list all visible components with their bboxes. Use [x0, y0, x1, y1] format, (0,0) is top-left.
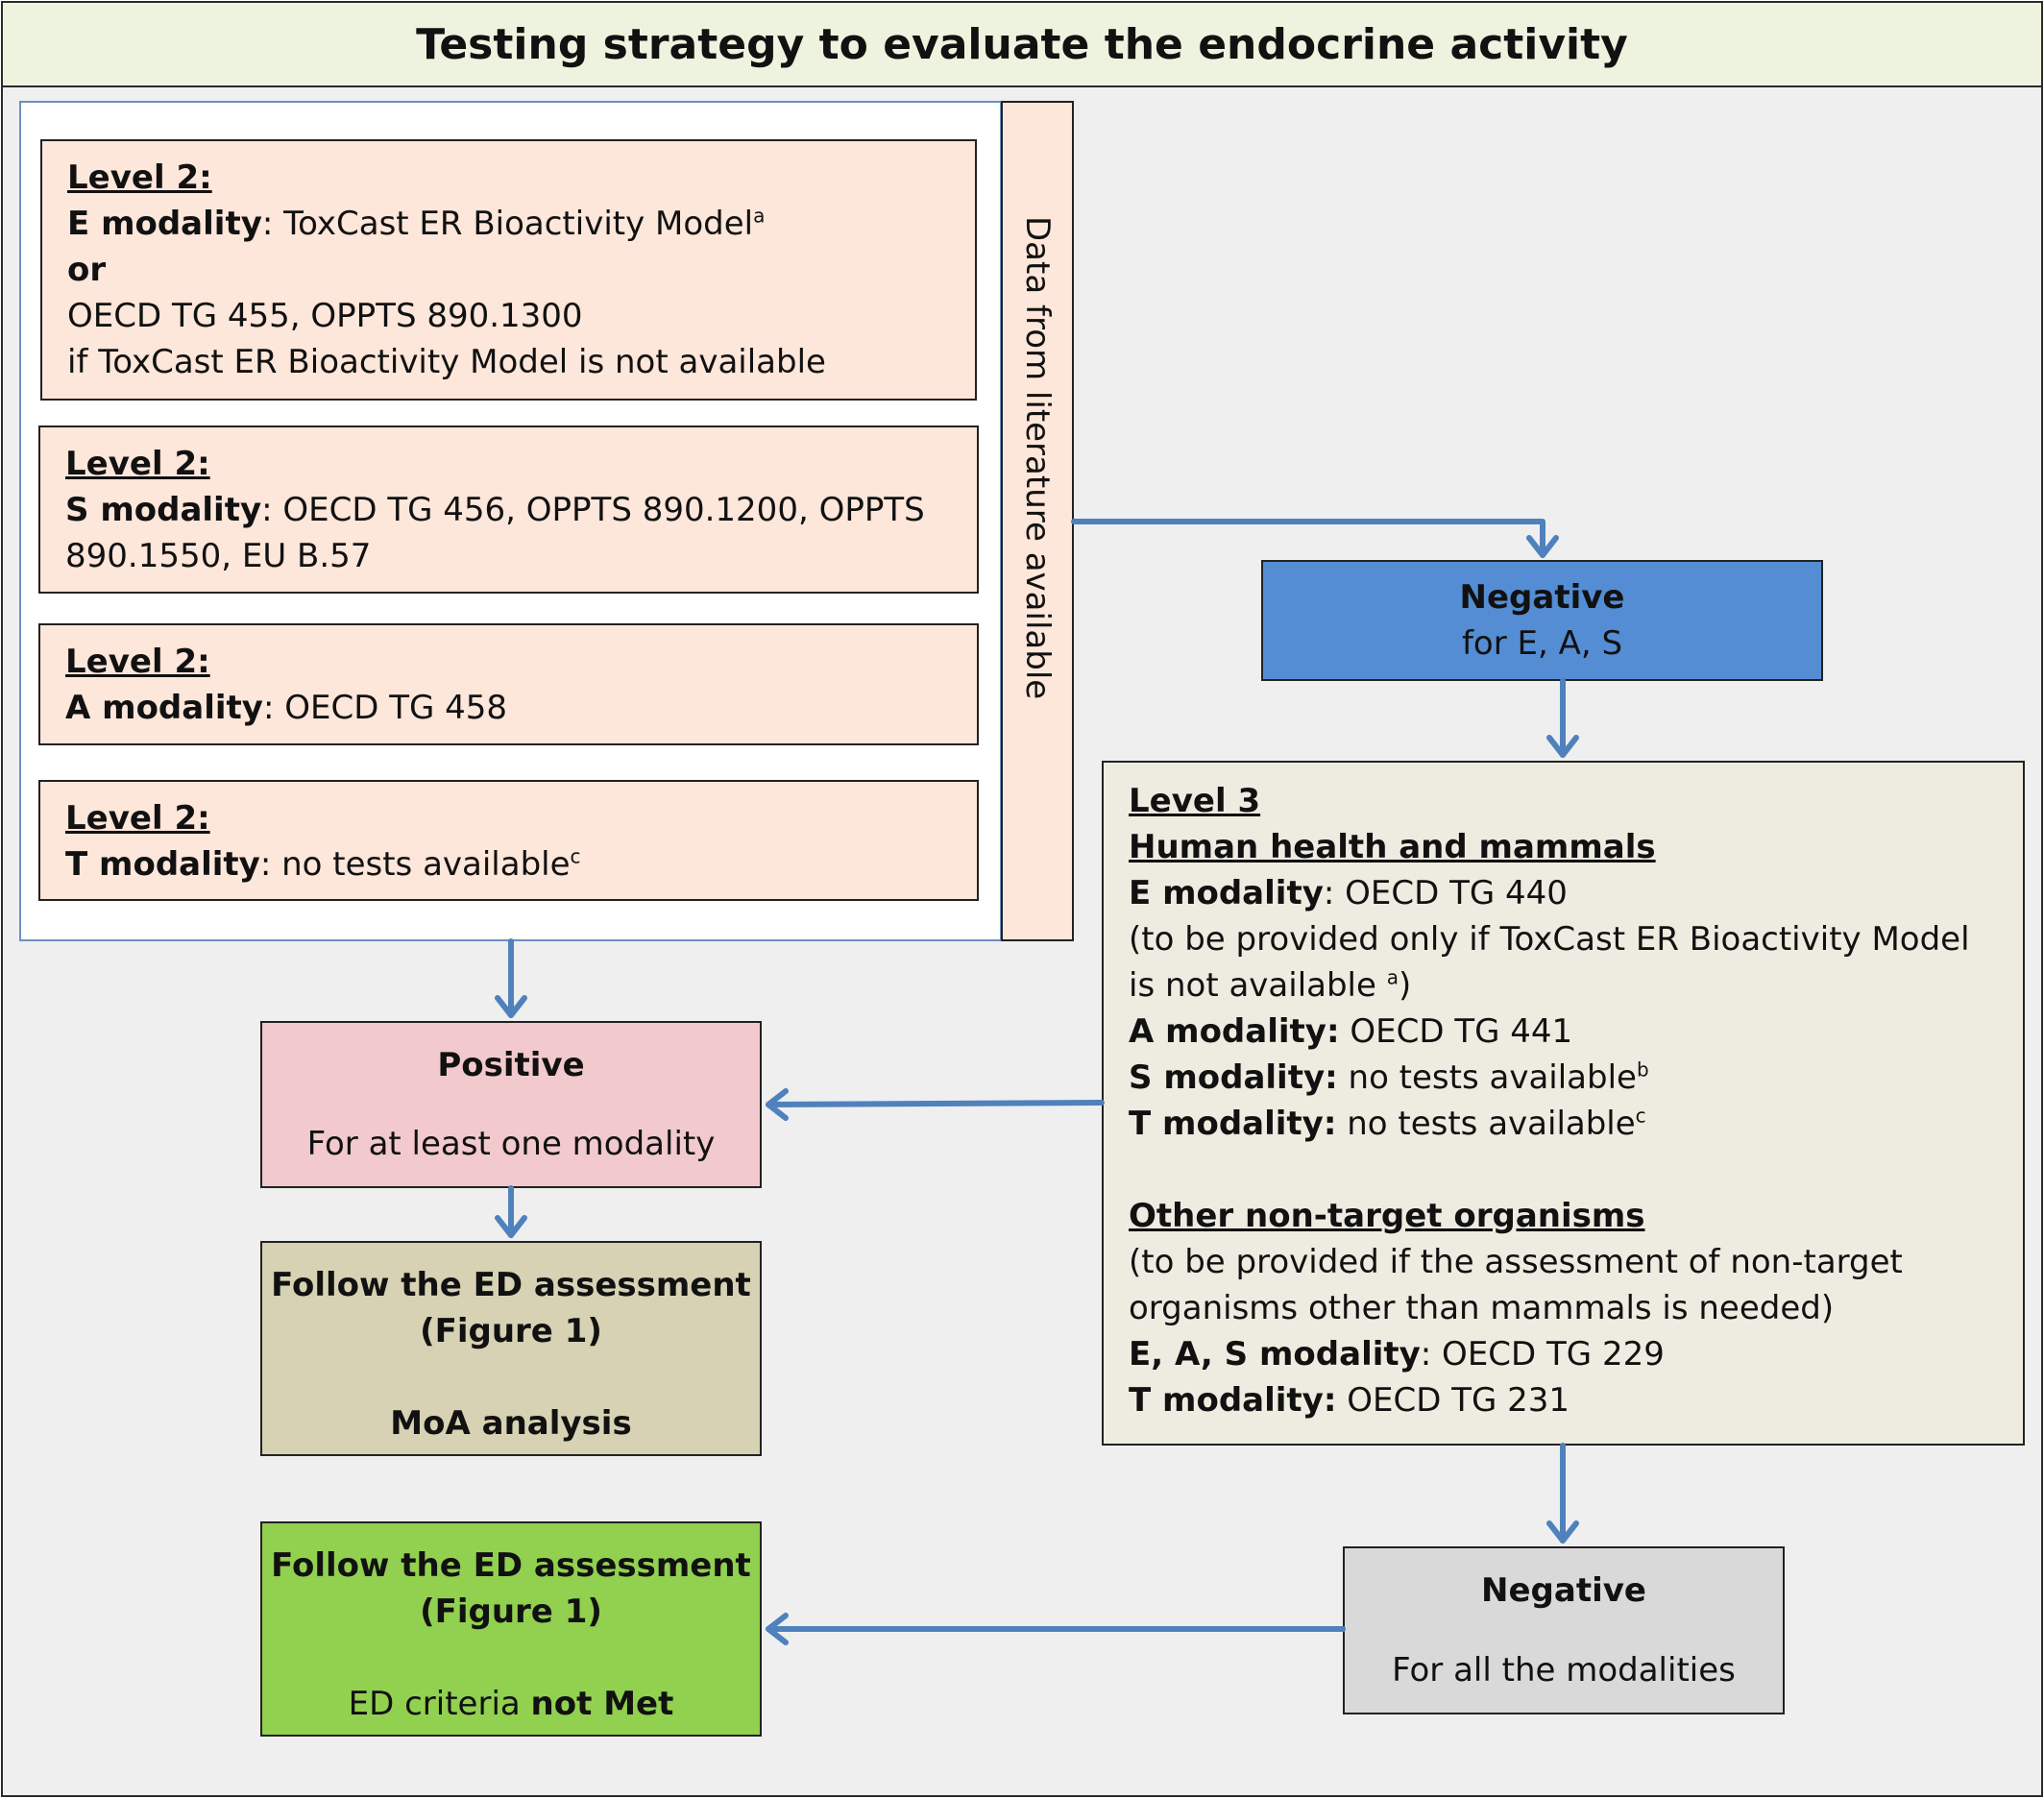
- level2-a-modality-label: A modality: [65, 689, 263, 727]
- level3-a-label: A modality:: [1129, 1012, 1340, 1051]
- negative-eas-subtitle: for E, A, S: [1461, 624, 1623, 663]
- moa-line1: Follow the ED assessment: [271, 1266, 751, 1304]
- arrow-level3-to-positive: [766, 1100, 1105, 1107]
- level3-hh-heading: Human health and mammals: [1129, 828, 1656, 866]
- level2-e-line3: OECD TG 455, OPPTS 890.1300: [67, 297, 583, 335]
- level3-t2-label: T modality:: [1129, 1381, 1337, 1420]
- positive-box: Positive For at least one modality: [260, 1021, 762, 1188]
- moa-line3: MoA analysis: [390, 1404, 632, 1443]
- level2-a-box: Level 2: A modality: OECD TG 458: [38, 623, 979, 745]
- level3-t-sup: c: [1635, 1104, 1646, 1128]
- level3-e-text: : OECD TG 440: [1323, 874, 1568, 912]
- arrowhead-panel-to-positive: [495, 995, 527, 1018]
- ed-line3a: ED criteria: [348, 1685, 531, 1723]
- literature-bar: [1001, 101, 1074, 941]
- level2-s-modality-label: S modality: [65, 491, 262, 529]
- level3-e-note-sup: a: [1386, 965, 1399, 989]
- level3-t2-text: OECD TG 231: [1336, 1381, 1570, 1420]
- level3-e-note: (to be provided only if ToxCast ER Bioac…: [1129, 920, 1970, 1005]
- level2-a-heading: Level 2:: [65, 643, 210, 681]
- level3-box: Level 3 Human health and mammals E modal…: [1102, 761, 2025, 1446]
- level2-e-box: Level 2: E modality: ToxCast ER Bioactiv…: [40, 139, 977, 401]
- level3-eas-label: E, A, S modality: [1129, 1335, 1421, 1374]
- arrow-literature-to-negative: [1071, 519, 1545, 558]
- level3-a-text: OECD TG 441: [1339, 1012, 1573, 1051]
- level2-t-heading: Level 2:: [65, 799, 210, 838]
- negative-all-subtitle: For all the modalities: [1392, 1651, 1736, 1690]
- arrowhead-negative2-to-ed: [766, 1613, 789, 1645]
- arrowhead-negative-to-level3: [1546, 735, 1579, 758]
- level2-t-sup: c: [570, 844, 581, 868]
- ed-line2: (Figure 1): [420, 1592, 602, 1631]
- negative-all-box: Negative For all the modalities: [1343, 1546, 1785, 1714]
- diagram-title: Testing strategy to evaluate the endocri…: [1, 1, 2043, 87]
- level2-e-line4: if ToxCast ER Bioactivity Model is not a…: [67, 343, 826, 381]
- level2-t-box: Level 2: T modality: no tests availablec: [38, 780, 979, 901]
- level2-e-sup: a: [753, 204, 766, 228]
- level3-other-heading: Other non-target organisms: [1129, 1197, 1645, 1235]
- ed-criteria-box: Follow the ED assessment (Figure 1) ED c…: [260, 1521, 762, 1737]
- arrowhead-literature-to-negative: [1526, 535, 1559, 558]
- level2-s-text: : OECD TG 456, OPPTS 890.1200, OPPTS 890…: [65, 491, 925, 575]
- level2-t-modality-label: T modality: [65, 845, 260, 884]
- positive-subtitle: For at least one modality: [306, 1125, 716, 1163]
- level2-e-text: : ToxCast ER Bioactivity Model: [261, 205, 754, 243]
- level2-s-heading: Level 2:: [65, 445, 210, 483]
- moa-line2: (Figure 1): [420, 1312, 602, 1350]
- ed-line3b: not Met: [530, 1685, 674, 1723]
- level2-t-text: : no tests available: [259, 845, 571, 884]
- arrowhead-positive-to-moa: [495, 1215, 527, 1238]
- level3-s-text: no tests available: [1337, 1058, 1637, 1097]
- level3-s-label: S modality:: [1129, 1058, 1338, 1097]
- negative-all-title: Negative: [1481, 1571, 1646, 1610]
- level3-e-label: E modality: [1129, 874, 1324, 912]
- level2-a-text: : OECD TG 458: [262, 689, 508, 727]
- level3-heading: Level 3: [1129, 782, 1261, 820]
- level2-e-or: or: [67, 251, 107, 289]
- arrowhead-level3-to-negative2: [1546, 1520, 1579, 1544]
- negative-eas-box: Negative for E, A, S: [1261, 560, 1823, 681]
- level3-e-note-end: ): [1399, 966, 1412, 1005]
- moa-analysis-box: Follow the ED assessment (Figure 1) MoA …: [260, 1241, 762, 1456]
- level3-t-text: no tests available: [1336, 1105, 1636, 1143]
- ed-line1: Follow the ED assessment: [271, 1546, 751, 1585]
- level2-e-modality-label: E modality: [67, 205, 262, 243]
- negative-eas-title: Negative: [1459, 578, 1625, 617]
- level2-s-box: Level 2: S modality: OECD TG 456, OPPTS …: [38, 425, 979, 594]
- literature-label: Data from literature available: [1018, 215, 1057, 700]
- literature-label-wrap: Data from literature available: [1001, 101, 1074, 941]
- diagram-title-text: Testing strategy to evaluate the endocri…: [416, 19, 1628, 69]
- level3-s-sup: b: [1636, 1058, 1649, 1082]
- arrowhead-level3-to-positive: [766, 1088, 789, 1121]
- level3-other-note: (to be provided if the assessment of non…: [1129, 1243, 1903, 1327]
- level3-eas-text: : OECD TG 229: [1420, 1335, 1665, 1374]
- positive-title: Positive: [437, 1046, 585, 1084]
- level3-t-label: T modality:: [1129, 1105, 1337, 1143]
- level2-e-heading: Level 2:: [67, 158, 212, 197]
